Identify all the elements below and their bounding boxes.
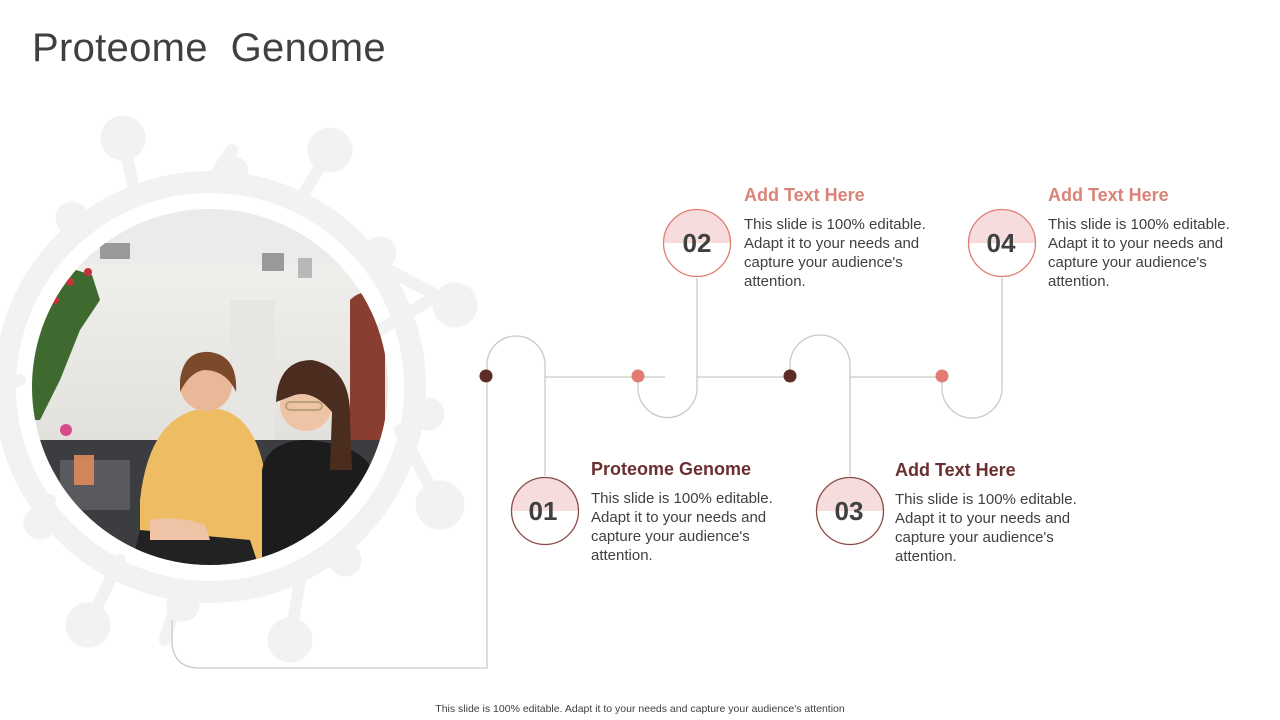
step-number-03: 03	[834, 495, 864, 526]
step-title-01: Proteome Genome	[591, 459, 752, 479]
step-number-02: 02	[682, 227, 712, 258]
step-body-02: This slide is 100% editable. Adapt it to…	[744, 216, 926, 290]
step-number-01: 01	[528, 495, 558, 526]
timeline-dot	[783, 369, 797, 383]
team-photo	[32, 209, 388, 565]
badge-02-circle	[662, 208, 732, 278]
step-body-04: This slide is 100% editable. Adapt it to…	[1048, 216, 1230, 290]
page-title: Proteome Genome	[32, 26, 386, 70]
virus-decoration-icon	[0, 115, 478, 663]
step-body-01: This slide is 100% editable. Adapt it to…	[591, 490, 773, 564]
step-title-03: Add Text Here	[895, 460, 1016, 480]
timeline-connector	[171, 278, 1003, 669]
badge-01-circle	[510, 476, 580, 546]
timeline-dot	[479, 369, 493, 383]
step-title-04: Add Text Here	[1048, 185, 1169, 205]
badge-04-circle	[967, 208, 1037, 278]
step-body-03: This slide is 100% editable. Adapt it to…	[895, 491, 1077, 565]
step-title-02: Add Text Here	[744, 185, 865, 205]
step-number-04: 04	[986, 227, 1016, 258]
step-badges	[510, 208, 1037, 546]
timeline-dots	[479, 369, 949, 383]
timeline-dot	[935, 369, 949, 383]
footer-note: This slide is 100% editable. Adapt it to…	[435, 703, 845, 715]
timeline-dot	[631, 369, 645, 383]
badge-03-circle	[815, 476, 885, 546]
